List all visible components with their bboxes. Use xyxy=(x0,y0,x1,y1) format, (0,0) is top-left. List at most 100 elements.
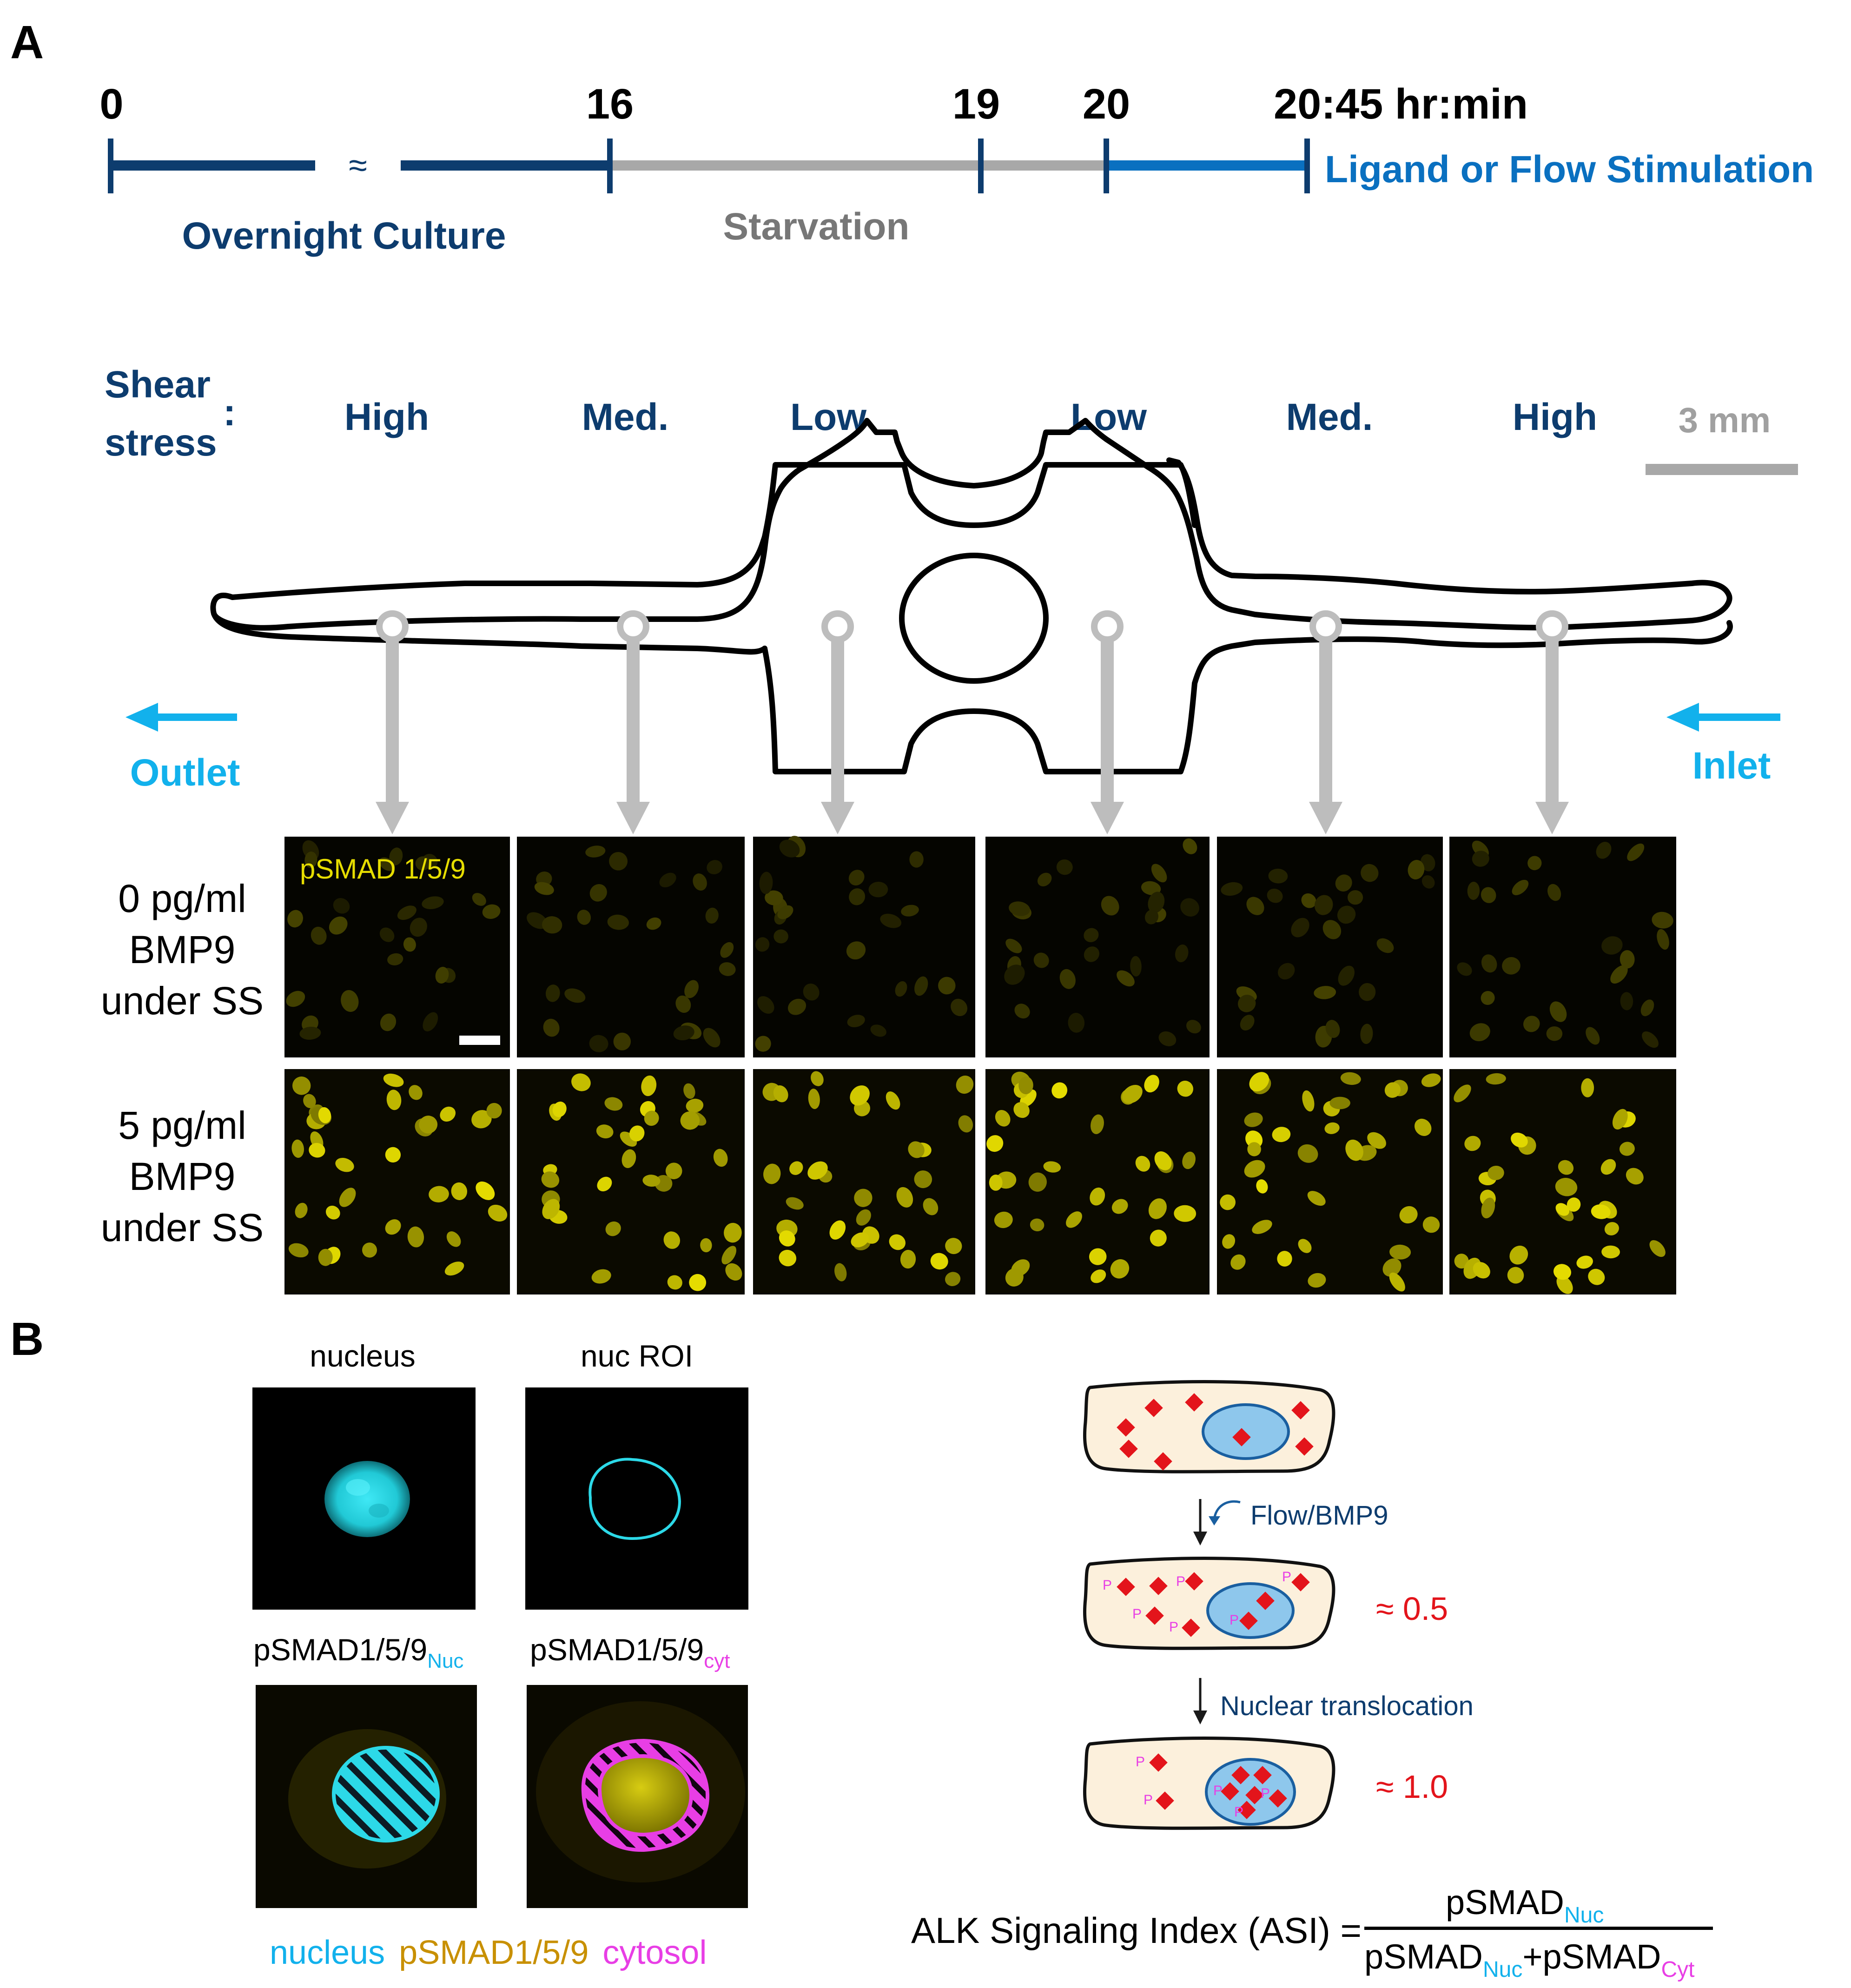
shear-level-2: Med. xyxy=(582,396,669,438)
probe-arrow-1 xyxy=(376,610,409,834)
panel-label-a: A xyxy=(10,16,44,68)
starvation-bar-b xyxy=(981,160,1106,171)
row2-label-line2: BMP9 xyxy=(129,1155,236,1198)
inlet-arrow-icon xyxy=(1666,703,1780,732)
tick-label-0: 0 xyxy=(99,80,123,128)
micrograph-tile-r1-c1 xyxy=(284,837,510,1057)
probe-arrow-6 xyxy=(1535,610,1569,834)
inlet-label: Inlet xyxy=(1692,745,1771,787)
tick-label-16: 16 xyxy=(586,80,634,128)
outlet-arrow-icon xyxy=(126,703,237,732)
phase-overnight-culture: Overnight Culture xyxy=(182,215,506,257)
svg-text:P: P xyxy=(1176,1574,1185,1589)
shear-level-4: Low xyxy=(1071,396,1147,438)
microfluidic-channel xyxy=(210,418,1733,774)
tick-label-19: 19 xyxy=(952,80,1000,128)
row2-label-line1: 5 pg/ml xyxy=(118,1103,246,1147)
micrograph-scale-bar xyxy=(459,1036,500,1045)
tick-20 xyxy=(1104,139,1109,193)
panel-label-b: B xyxy=(10,1313,44,1365)
shear-level-5: Med. xyxy=(1286,396,1373,438)
probe-arrow-2 xyxy=(616,610,650,834)
step-flow-bmp9: Flow/BMP9 xyxy=(1250,1500,1388,1531)
stain-label: pSMAD 1/5/9 xyxy=(300,853,466,885)
svg-text:P: P xyxy=(1234,1804,1243,1820)
formula-numerator: pSMADNuc xyxy=(1446,1883,1604,1928)
tick-0 xyxy=(108,139,113,193)
stimulation-bar xyxy=(1106,160,1306,171)
tick-16 xyxy=(607,139,613,193)
tick-19 xyxy=(978,139,984,193)
shear-level-6: High xyxy=(1513,396,1597,438)
culture-bar-b xyxy=(401,160,610,171)
image-psmad-cyt xyxy=(527,1685,748,1908)
shear-level-1: High xyxy=(344,396,429,438)
tick-2045 xyxy=(1304,139,1310,193)
micrograph-tile-r2-c4 xyxy=(985,1069,1210,1295)
micrograph-grid xyxy=(284,836,1676,1295)
nucleus-roi-outline xyxy=(588,1458,681,1540)
micrograph-tile-r1-c5 xyxy=(1217,837,1443,1057)
probe-arrow-4 xyxy=(1091,610,1124,834)
svg-text:P: P xyxy=(1132,1606,1142,1622)
shear-label-colon: : xyxy=(223,391,236,434)
channel-probe-arrows xyxy=(376,610,1569,834)
title-psmad-nuc: pSMAD1/5/9Nuc xyxy=(253,1632,463,1672)
micrograph-tile-r2-c1 xyxy=(284,1069,510,1295)
timeline-break-mark: ≈ xyxy=(349,147,367,184)
micrograph-tile-r1-c3 xyxy=(753,836,975,1057)
starvation-bar xyxy=(610,160,981,171)
micrograph-tile-r1-c4 xyxy=(985,837,1210,1057)
image-nuc-roi xyxy=(525,1387,748,1610)
cell-translocated: P P P P P xyxy=(1083,1737,1335,1830)
shear-level-3: Low xyxy=(790,396,866,438)
micrograph-tile-r1-c2 xyxy=(517,837,745,1057)
micrograph-tile-r1-c6 xyxy=(1449,837,1676,1057)
title-nucleus: nucleus xyxy=(310,1339,416,1373)
shear-label-line1: Shear xyxy=(105,363,211,406)
cell-unstimulated xyxy=(1083,1380,1335,1473)
title-nuc-roi: nuc ROI xyxy=(581,1339,693,1373)
micrograph-tile-r2-c5 xyxy=(1217,1069,1443,1295)
formula-denominator: pSMADNuc+pSMADCyt xyxy=(1364,1937,1694,1982)
title-psmad-cyt: pSMAD1/5/9cyt xyxy=(530,1632,730,1672)
channel-outline xyxy=(210,418,1732,631)
timeline: ≈ xyxy=(108,139,1310,193)
row1-label-line2: BMP9 xyxy=(129,928,236,971)
curved-arrow-icon xyxy=(1213,1500,1241,1520)
row1-label-line1: 0 pg/ml xyxy=(118,877,246,920)
outlet-label: Outlet xyxy=(130,752,240,794)
svg-text:P: P xyxy=(1213,1783,1223,1798)
scale-bar-label: 3 mm xyxy=(1679,401,1771,440)
svg-text:P: P xyxy=(1144,1792,1153,1808)
micrograph-tile-r2-c2 xyxy=(517,1069,745,1295)
svg-text:P: P xyxy=(1169,1619,1178,1635)
svg-text:P: P xyxy=(1261,1786,1270,1801)
row2-label-line3: under SS xyxy=(101,1206,264,1249)
scale-bar xyxy=(1646,464,1798,475)
formula-fraction-bar xyxy=(1364,1927,1713,1930)
svg-text:P: P xyxy=(1230,1612,1239,1628)
central-pillar xyxy=(899,553,1049,684)
probe-arrow-5 xyxy=(1309,610,1342,834)
culture-bar-a xyxy=(111,160,315,171)
value-mid: ≈ 0.5 xyxy=(1376,1591,1448,1627)
step-nuclear-translocation: Nuclear translocation xyxy=(1220,1691,1474,1721)
cell-phosphorylated: P P P P P P xyxy=(1083,1557,1335,1650)
phase-stimulation: Ligand or Flow Stimulation xyxy=(1325,148,1814,191)
micrograph-tile-r2-c6 xyxy=(1449,1069,1676,1295)
svg-text:P: P xyxy=(1282,1569,1291,1585)
probe-arrow-3 xyxy=(821,610,854,834)
formula-lhs: ALK Signaling Index (ASI) = xyxy=(911,1910,1362,1951)
step-arrow-1 xyxy=(1193,1499,1241,1545)
svg-text:P: P xyxy=(1103,1578,1112,1593)
phase-starvation: Starvation xyxy=(723,205,910,248)
tick-label-20: 20 xyxy=(1083,80,1130,128)
shear-label-line2: stress xyxy=(105,422,217,464)
row1-label-line3: under SS xyxy=(101,979,264,1023)
svg-text:P: P xyxy=(1136,1754,1145,1770)
tick-label-2045: 20:45 hr:min xyxy=(1274,80,1528,128)
image-psmad-nuc xyxy=(256,1685,477,1908)
